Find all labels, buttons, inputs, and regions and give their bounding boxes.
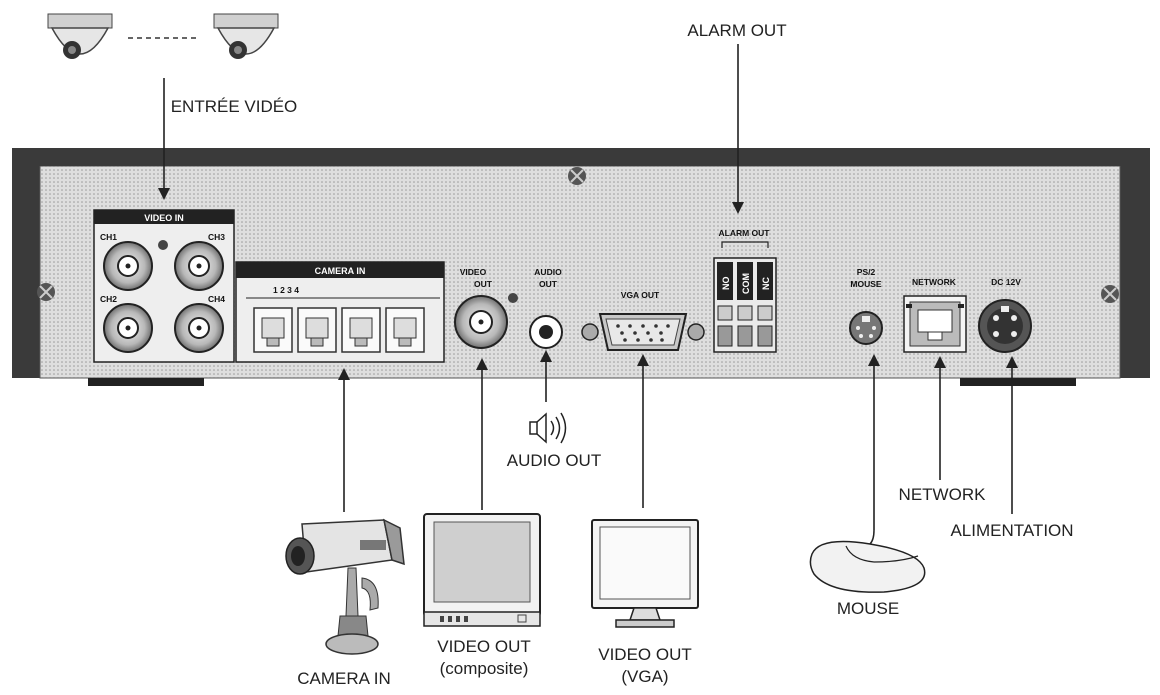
dc12v-panel-label: DC 12V xyxy=(991,277,1021,287)
box-camera-icon xyxy=(285,518,405,655)
audio-out-panel-label-2: OUT xyxy=(539,279,558,289)
video-out-composite-callout-2: (composite) xyxy=(440,659,529,678)
alimentation-callout: ALIMENTATION xyxy=(950,521,1073,540)
rj-port-2[interactable] xyxy=(297,307,337,353)
video-in-block: VIDEO IN CH1 CH3 CH2 CH4 xyxy=(93,209,235,363)
network-callout: NETWORK xyxy=(899,485,987,504)
screw-left xyxy=(37,283,55,301)
dc-power-port[interactable]: DC 12V xyxy=(978,277,1032,353)
screw-right xyxy=(1101,285,1119,303)
ch2-label: CH2 xyxy=(100,294,117,304)
bnc-connector-ch3[interactable] xyxy=(174,241,224,291)
connection-lines xyxy=(158,44,1018,530)
vga-out-port[interactable]: VGA OUT xyxy=(581,290,705,351)
mouse-icon xyxy=(809,529,926,593)
alarm-out-terminal[interactable]: ALARM OUT NO COM NC xyxy=(713,228,777,353)
dome-camera-1-icon xyxy=(47,13,113,59)
bnc-connector-ch1[interactable] xyxy=(103,241,153,291)
video-out-panel-label-1: VIDEO xyxy=(460,267,487,277)
video-out-vga-callout-1: VIDEO OUT xyxy=(598,645,692,664)
network-port[interactable]: NETWORK xyxy=(903,277,967,353)
ps2-panel-label-2: MOUSE xyxy=(850,279,882,289)
audio-out-port[interactable]: AUDIO OUT xyxy=(529,267,563,349)
ps2-panel-label-1: PS/2 xyxy=(857,267,876,277)
audio-out-callout: AUDIO OUT xyxy=(507,451,601,470)
chassis-foot-right xyxy=(960,378,1076,386)
video-out-vga-callout-2: (VGA) xyxy=(621,667,668,686)
ch3-label: CH3 xyxy=(208,232,225,242)
bnc-connector-ch4[interactable] xyxy=(174,303,224,353)
dome-camera-2-icon xyxy=(213,13,279,59)
ch4-label: CH4 xyxy=(208,294,225,304)
ps2-mouse-port[interactable]: PS/2 MOUSE xyxy=(849,267,883,345)
vga-out-panel-label: VGA OUT xyxy=(621,290,660,300)
mouse-callout: MOUSE xyxy=(837,599,899,618)
ground-screw-icon xyxy=(158,240,168,250)
alarm-no-label: NO xyxy=(721,277,731,291)
alarm-nc-label: NC xyxy=(761,277,771,290)
network-panel-label: NETWORK xyxy=(912,277,957,287)
ch1-label: CH1 xyxy=(100,232,117,242)
video-out-panel-label-2: OUT xyxy=(474,279,493,289)
alarm-out-panel-label: ALARM OUT xyxy=(719,228,771,238)
composite-monitor-icon xyxy=(423,513,541,627)
video-in-label: VIDEO IN xyxy=(144,213,184,223)
audio-out-panel-label-1: AUDIO xyxy=(534,267,562,277)
alarm-com-label: COM xyxy=(741,273,751,294)
camera-channel-numbers: 1 2 3 4 xyxy=(273,285,299,295)
entree-video-callout: ENTRÉE VIDÉO xyxy=(171,97,298,116)
rj-port-3[interactable] xyxy=(341,307,381,353)
video-out-port[interactable]: VIDEO OUT xyxy=(454,267,518,349)
chassis-foot-left xyxy=(88,378,204,386)
ground-screw-icon xyxy=(508,293,518,303)
video-out-composite-callout-1: VIDEO OUT xyxy=(437,637,531,656)
screw-top xyxy=(568,167,586,185)
camera-in-callout: CAMERA IN xyxy=(297,669,391,688)
vga-monitor-icon xyxy=(591,519,699,628)
rj-port-4[interactable] xyxy=(385,307,425,353)
rj-port-1[interactable] xyxy=(253,307,293,353)
camera-in-panel-label: CAMERA IN xyxy=(315,266,366,276)
bnc-connector-ch2[interactable] xyxy=(103,303,153,353)
alarm-out-callout: ALARM OUT xyxy=(687,21,786,40)
camera-in-block: CAMERA IN 1 2 3 4 xyxy=(235,261,445,363)
speaker-icon xyxy=(529,412,567,444)
